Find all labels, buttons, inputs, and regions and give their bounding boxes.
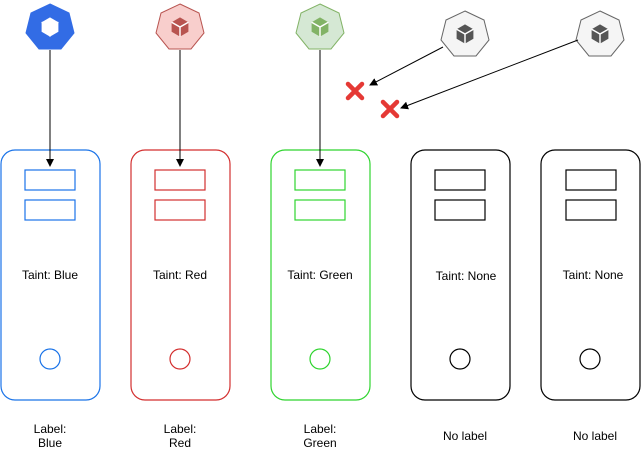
- kubernetes-pod-blue-icon: [25, 3, 75, 50]
- kubernetes-pod-gray-icon: [575, 10, 625, 57]
- node-none-1-port: [449, 348, 471, 370]
- node-none-1: Taint: None: [410, 149, 511, 401]
- node-green-slot-1: [294, 169, 346, 191]
- reject-x-icon: [380, 99, 400, 119]
- node-red-slot-2: [154, 199, 206, 221]
- node-blue-taint: Taint: Blue: [22, 268, 78, 282]
- node-none-1-label-line1: No label: [443, 429, 487, 443]
- node-none-1-slot-1: [434, 169, 486, 191]
- node-red-label-line1: Label:: [164, 422, 197, 436]
- node-red-label-line2: Red: [169, 436, 191, 450]
- node-blue-slot-1: [24, 169, 76, 191]
- node-blue-port: [39, 348, 61, 370]
- node-red: Taint: Red: [130, 149, 231, 401]
- node-none-2-label-line1: No label: [573, 429, 617, 443]
- arrow-gray-pod-rejected-2: [400, 39, 579, 110]
- node-red-taint: Taint: Red: [153, 268, 207, 282]
- node-green-taint: Taint: Green: [287, 268, 352, 282]
- node-green-label-line1: Label:: [304, 422, 337, 436]
- node-none-2-taint: Taint: None: [563, 268, 624, 282]
- node-none-2-port: [579, 348, 601, 370]
- node-none-2: Taint: None: [540, 149, 641, 401]
- node-blue-label-line2: Blue: [38, 436, 62, 450]
- node-none-1-slot-2: [434, 199, 486, 221]
- node-blue-slot-2: [24, 199, 76, 221]
- kubernetes-pod-red-icon: [155, 3, 205, 50]
- kubernetes-pod-gray-icon: [440, 10, 490, 57]
- node-green-slot-2: [294, 199, 346, 221]
- arrow-gray-pod-rejected-1: [369, 46, 444, 86]
- node-none-1-taint: Taint: None: [436, 269, 497, 283]
- node-blue-label-line1: Label:: [34, 422, 67, 436]
- node-none-2-slot-1: [565, 169, 617, 191]
- node-green: Taint: Green: [270, 149, 371, 401]
- reject-x-icon: [345, 81, 365, 101]
- node-none-2-slot-2: [565, 199, 617, 221]
- node-green-label-line2: Green: [303, 436, 336, 450]
- node-red-port: [169, 348, 191, 370]
- node-red-slot-1: [154, 169, 206, 191]
- kubernetes-pod-green-icon: [295, 3, 345, 50]
- node-blue: Taint: Blue: [0, 149, 101, 401]
- node-green-port: [309, 348, 331, 370]
